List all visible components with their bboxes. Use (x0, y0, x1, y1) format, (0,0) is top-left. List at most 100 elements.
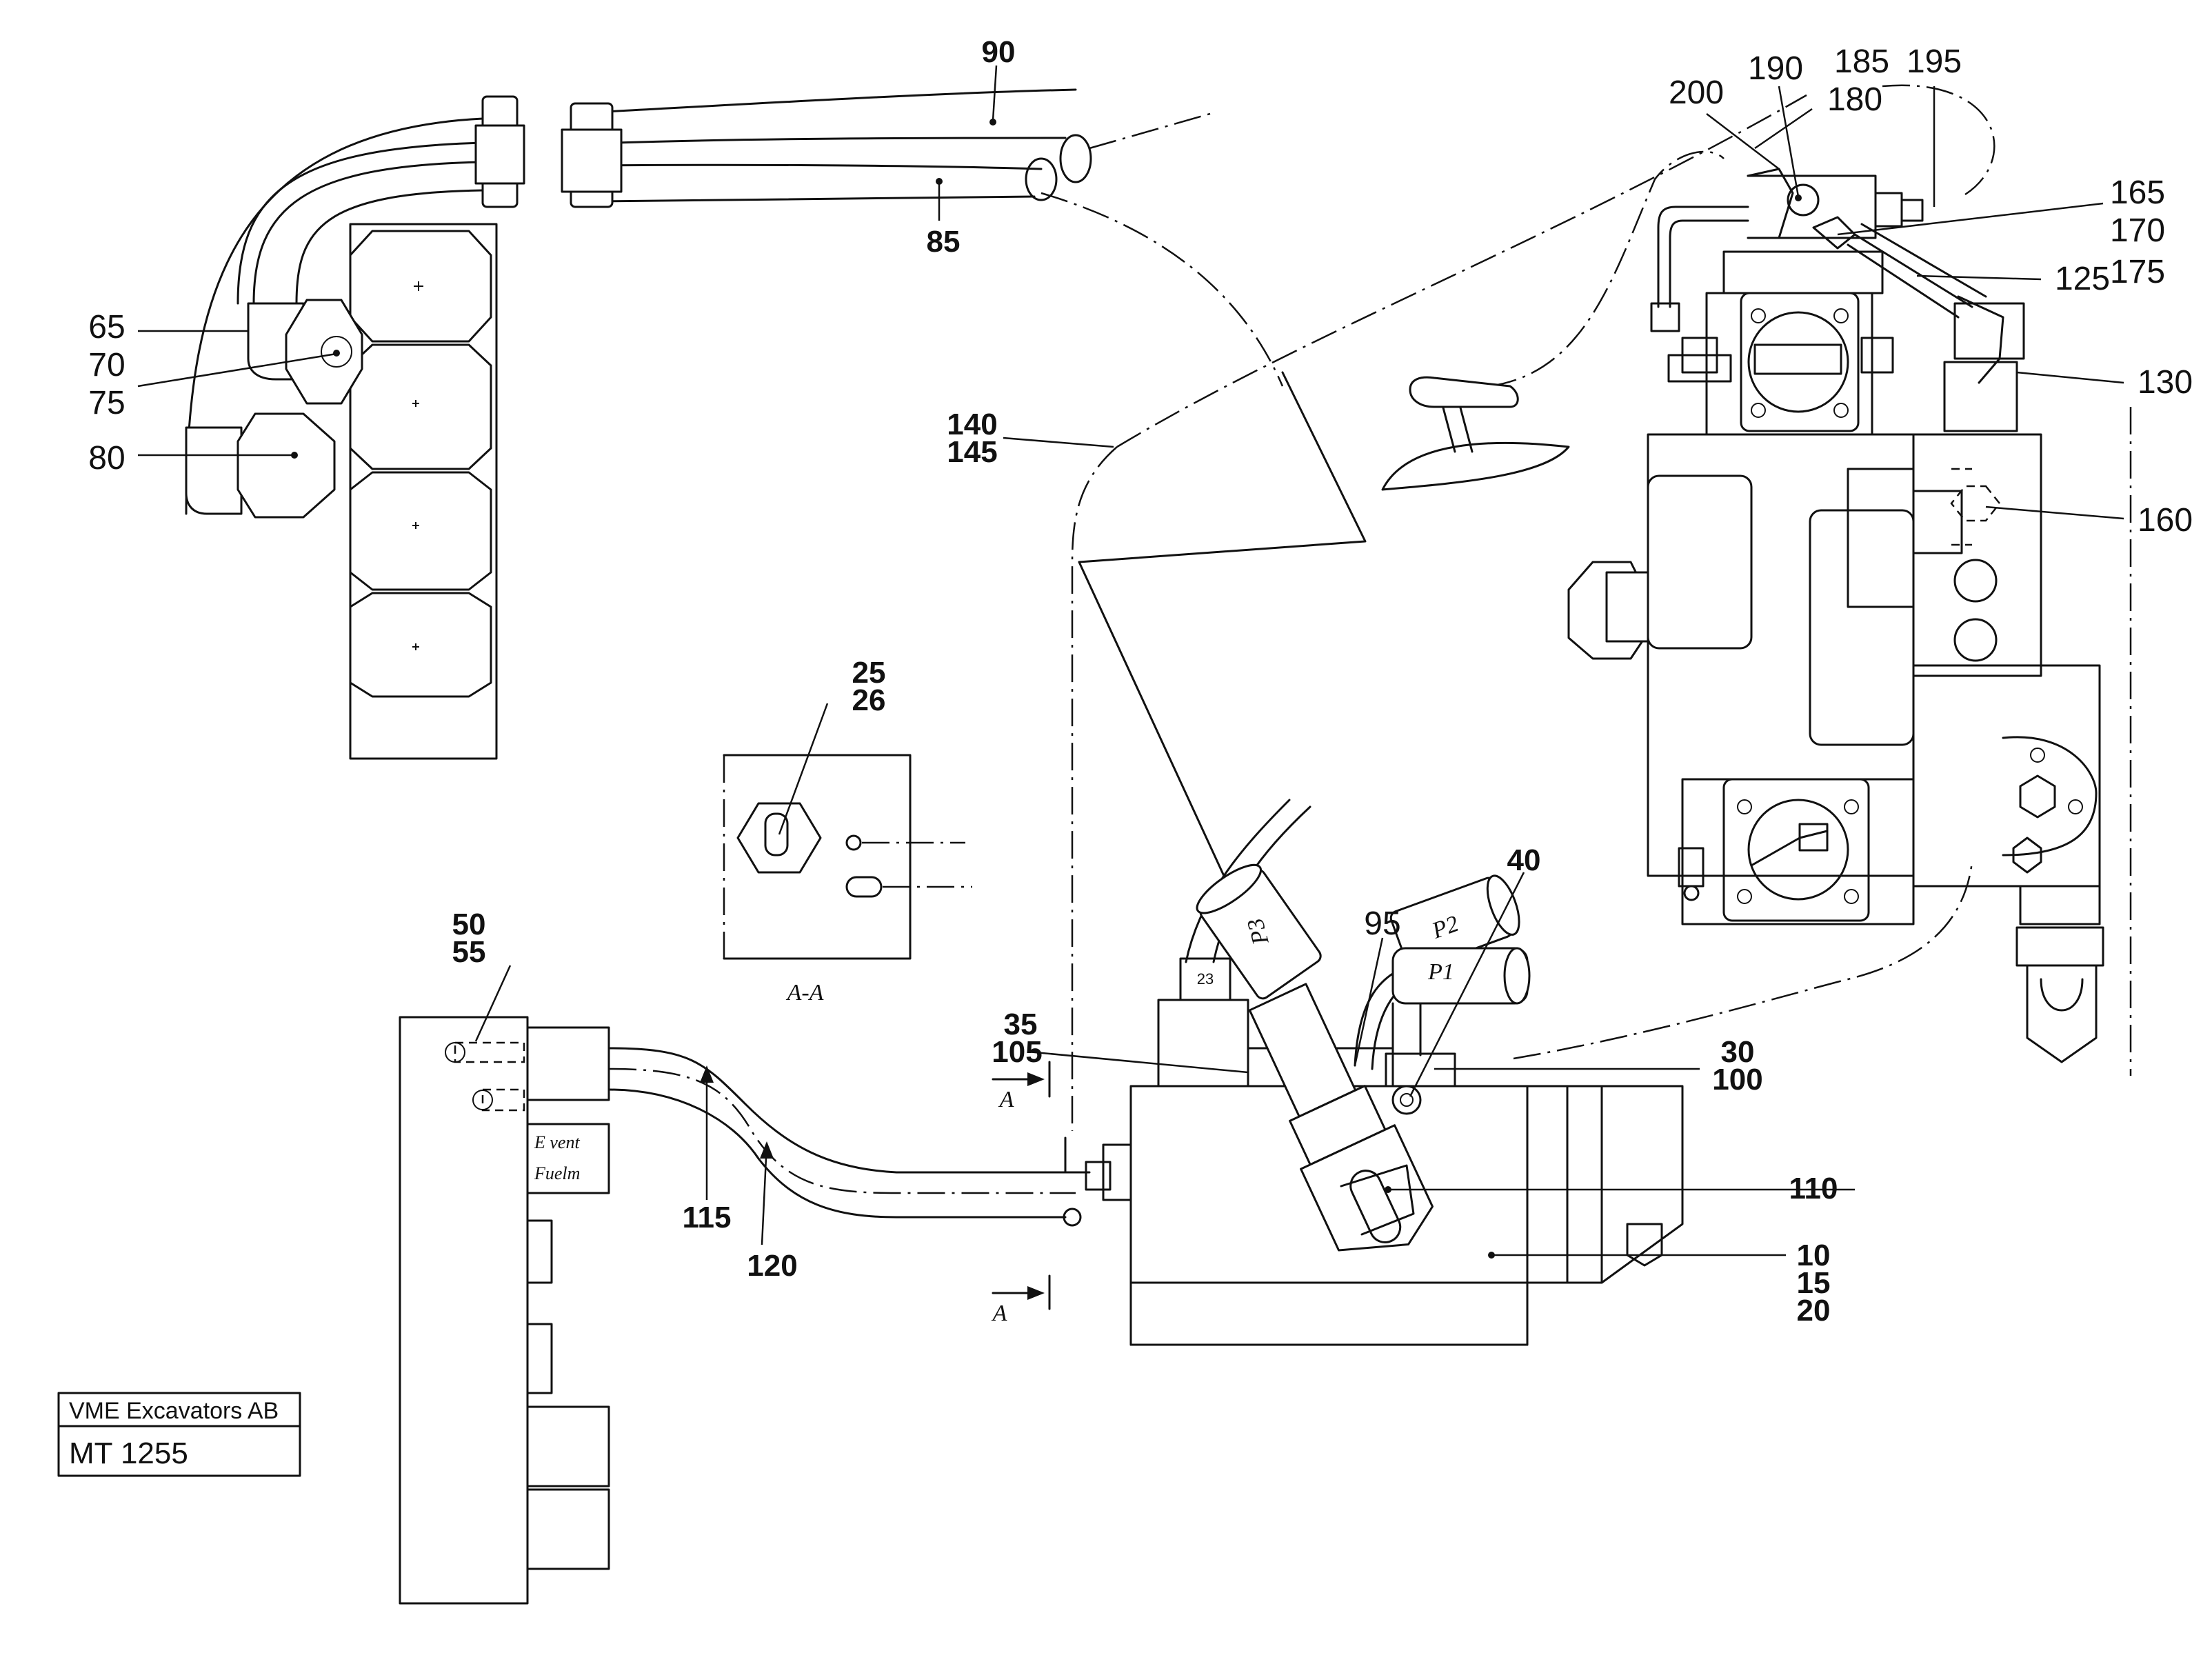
lever-stem (1440, 399, 1474, 453)
leader-130 (2016, 371, 2124, 384)
pump-regulator (1847, 468, 1915, 608)
leader-75 (137, 352, 337, 388)
leader-180 (1754, 108, 1813, 150)
hex-plug (736, 802, 822, 874)
pump-side-block (1912, 433, 2042, 677)
pilot-line-lower (1669, 219, 1749, 308)
port-p2: P2 (1389, 874, 1520, 972)
valve-top-plate-right (1385, 1052, 1456, 1088)
callout-165: 165 (2110, 174, 2165, 211)
phantom-pipe-145 (1116, 94, 1807, 448)
valve-section-1 (1526, 1085, 1569, 1284)
control-valve-assembly: 23 P3 P2 P1 (992, 799, 1684, 1346)
callout-180: 180 (1827, 81, 1882, 118)
hose-assembly-top-left (185, 88, 1211, 760)
hose-centreline (608, 1068, 1076, 1194)
section-marker-top: A (998, 1087, 1014, 1112)
fitting-55-hidden (481, 1088, 525, 1112)
callout-145: 145 (947, 435, 997, 469)
valve-port-190 (1787, 183, 1820, 217)
leader-40 (1409, 872, 1525, 1097)
callout-105: 105 (992, 1035, 1042, 1069)
drawing-number: MT 1255 (69, 1436, 188, 1470)
gear-cover (2002, 736, 2098, 856)
phantom-curve-top (1040, 192, 1284, 387)
callout-numbers: 90 85 65 70 75 80 140 145 25 26 50 55 35… (88, 35, 2193, 1328)
fitting-115-nut (1085, 1161, 1112, 1191)
hose-90-run-bottom (592, 137, 1067, 145)
bolt-40 (1391, 1085, 1422, 1115)
callout-50: 50 (452, 908, 486, 941)
callout-95: 95 (1364, 905, 1400, 942)
callout-55: 55 (452, 935, 486, 969)
nut-85-body (561, 128, 623, 193)
panel-block-small-2 (526, 1323, 553, 1394)
valve-plug-195-a (1874, 192, 1903, 228)
valve-plug-195-b (1900, 199, 1924, 222)
fitting-50-hidden (454, 1041, 525, 1063)
fitting-55-end (472, 1090, 493, 1110)
panel-block-small-1 (526, 1219, 553, 1284)
phantom-hose-195 (1882, 84, 1995, 196)
pump-cylinder-left (1647, 474, 1753, 650)
leader-165 (1837, 202, 2104, 236)
left-panel-assembly: E vent Fuelm (399, 1016, 1087, 1605)
callout-65: 65 (88, 309, 125, 345)
component-130 (1943, 361, 2018, 432)
pump-manifold (1722, 250, 1884, 294)
main-pump-body (1647, 433, 1915, 877)
pilot-line-fitting (1650, 302, 1680, 332)
leader-120 (761, 1143, 768, 1245)
pump-port-right (1860, 337, 1894, 374)
pump-flange-upper (1740, 292, 1860, 432)
lever-base (1381, 441, 1570, 491)
callout-10: 10 (1797, 1239, 1831, 1272)
callout-140: 140 (947, 408, 997, 441)
solenoid-cable (1185, 799, 1291, 963)
panel-block-lower-1 (526, 1405, 610, 1487)
port-p3: P3 (1196, 863, 1322, 1000)
callout-20: 20 (1797, 1294, 1831, 1328)
centreline-hose-90 (1089, 112, 1211, 150)
hose-inner-90 (237, 141, 484, 305)
valve-section-2 (1566, 1085, 1603, 1284)
pump-shaft-lower (1747, 799, 1849, 901)
pump-shaft-upper (1747, 311, 1849, 413)
port-p1-stem (1391, 1002, 1422, 1056)
callout-175: 175 (2110, 254, 2165, 290)
plug-slot (764, 812, 789, 856)
hex-nut-75 (285, 299, 363, 405)
valve-nozzle (1626, 1223, 1663, 1267)
callout-35: 35 (1004, 1008, 1038, 1041)
hose-115 (607, 1047, 1087, 1174)
callout-115: 115 (683, 1201, 732, 1234)
callout-170: 170 (2110, 212, 2165, 249)
port-p1-end (1503, 947, 1531, 1005)
section-view-a-a: A-A (723, 754, 972, 1005)
callout-130: 130 (2138, 364, 2193, 401)
leader-160 (1985, 505, 2124, 520)
callout-85: 85 (927, 225, 961, 259)
valve-section-3 (1600, 1085, 1684, 1284)
callout-75: 75 (88, 385, 125, 421)
port-dot-upper (845, 834, 862, 851)
phantom-hose-control (1489, 150, 1725, 388)
pump-cylinder-right (1809, 509, 1915, 746)
gear-box-right (1912, 664, 2101, 888)
panel-frame (399, 1016, 529, 1605)
hose-outer-90 (185, 117, 484, 515)
top-valve-cap (1747, 168, 1794, 239)
fitting-120-end (1063, 1208, 1082, 1227)
panel-block-lower-2 (526, 1488, 610, 1570)
leader-25 (778, 703, 829, 835)
outlet-elbow (2026, 964, 2098, 1063)
boom-outline (1078, 371, 1367, 877)
outlet-nut-lower (2015, 926, 2104, 967)
fitting-elbow-80 (185, 426, 243, 515)
solenoid-body (1157, 999, 1249, 1088)
panel-block-label (526, 1123, 610, 1194)
hose-inner-85 (295, 189, 484, 305)
pump-lever-lower (1750, 830, 1829, 867)
callout-15: 15 (1797, 1266, 1831, 1300)
